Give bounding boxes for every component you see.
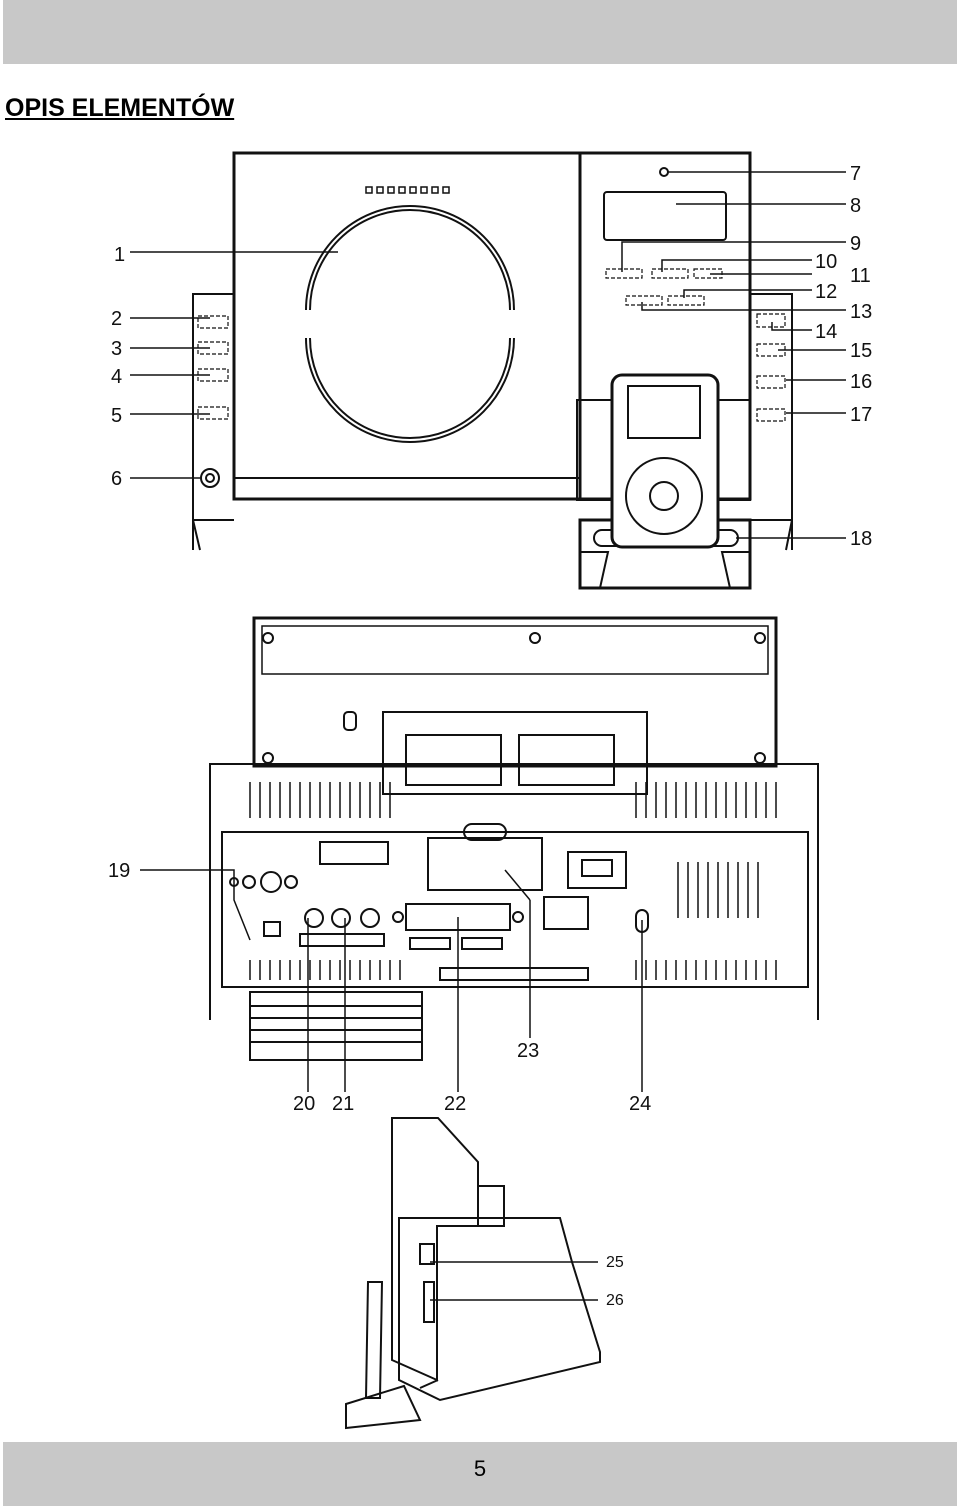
callout-20: 20 [293,1093,315,1115]
callout-18: 18 [850,528,872,550]
callout-26: 26 [606,1292,624,1309]
header-bar [3,0,957,64]
callout-1: 1 [114,244,125,266]
callout-labels: 1 2 3 4 5 6 7 8 9 10 11 12 13 14 15 16 1… [108,163,872,1309]
callout-6: 6 [111,468,122,490]
callout-5: 5 [111,405,122,427]
callout-25: 25 [606,1254,624,1271]
side-view [345,1117,601,1430]
footer-bar: 5 [3,1442,957,1506]
page-number: 5 [473,1456,487,1481]
callout-19: 19 [108,860,130,882]
rear-view [209,616,819,1061]
callout-21: 21 [332,1093,354,1115]
callout-17: 17 [850,404,872,426]
callout-2: 2 [111,308,122,330]
page-title: OPIS ELEMENTÓW [5,94,235,122]
callout-10: 10 [815,251,837,273]
callout-8: 8 [850,195,861,217]
callout-14: 14 [815,321,837,343]
callout-24: 24 [629,1093,651,1115]
callout-4: 4 [111,366,122,388]
callout-22: 22 [444,1093,466,1115]
callout-3: 3 [111,338,122,360]
callout-12: 12 [815,281,837,303]
leader-lines [130,171,846,1301]
callout-7: 7 [850,163,861,185]
callout-11: 11 [850,265,871,287]
callout-15: 15 [850,340,872,362]
callout-9: 9 [850,233,861,255]
callout-13: 13 [850,301,872,323]
front-view [192,151,793,590]
callout-23: 23 [517,1040,539,1062]
callout-16: 16 [850,371,872,393]
